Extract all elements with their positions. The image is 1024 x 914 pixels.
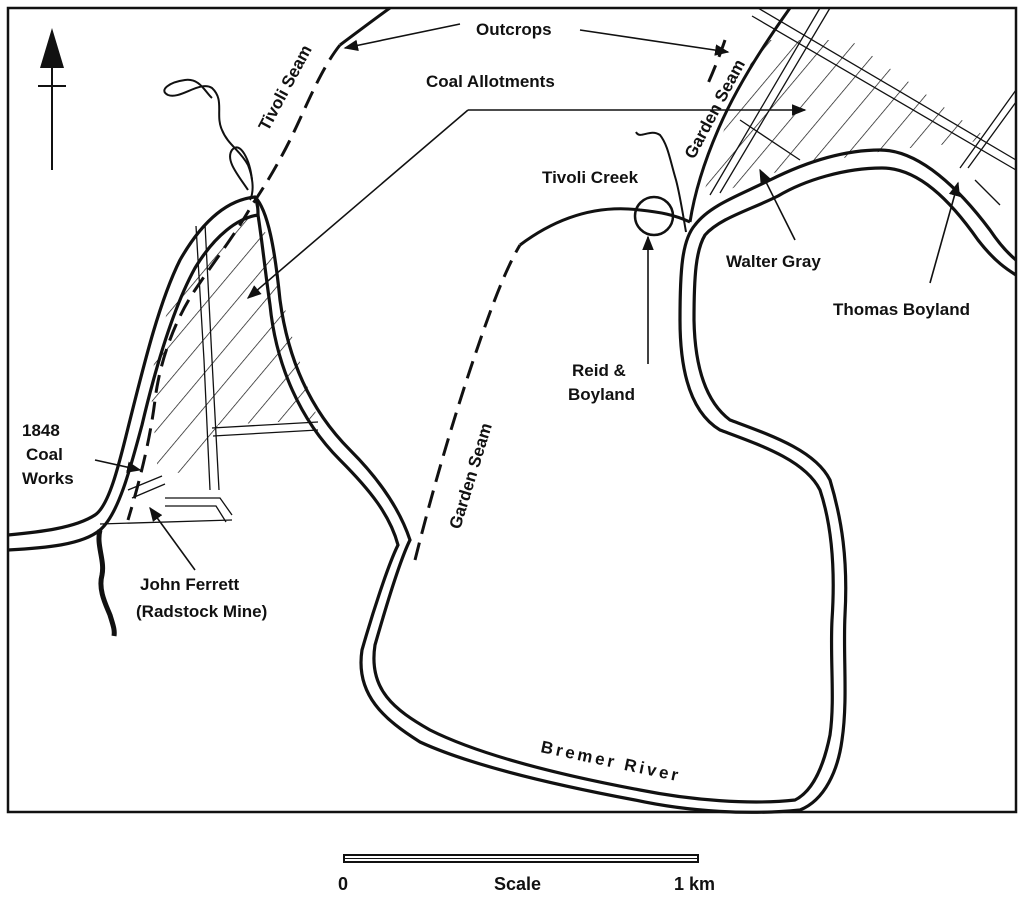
north-arrow-icon	[38, 28, 66, 170]
label-ferrett-line2: (Radstock Mine)	[136, 602, 267, 621]
leader-arrows	[94, 23, 961, 571]
label-tivoli-seam: Tivoli Seam	[255, 42, 316, 134]
radstock-creek	[96, 529, 117, 637]
road-network	[99, 7, 1017, 525]
tivoli-creek-circle	[633, 195, 675, 237]
label-tivoli-creek: Tivoli Creek	[542, 168, 639, 187]
label-walter-gray: Walter Gray	[726, 252, 821, 271]
scale-end-label: 1 km	[674, 874, 715, 894]
label-reid-line1: Reid &	[572, 361, 626, 380]
coal-seam-lines	[126, 39, 727, 561]
scale-start-label: 0	[338, 874, 348, 894]
label-garden-seam-mid: Garden Seam	[446, 421, 496, 531]
label-outcrops: Outcrops	[476, 20, 552, 39]
label-coal-works-line2: Coal	[26, 445, 63, 464]
tivoli-creek-line	[163, 78, 687, 233]
label-thomas-boyland: Thomas Boyland	[833, 300, 970, 319]
label-ferrett-line1: John Ferrett	[140, 575, 240, 594]
scale-bar	[343, 854, 699, 863]
bremer-river	[7, 148, 1018, 814]
label-bremer-river: Bremer River	[539, 737, 683, 785]
label-coal-works-line1: 1848	[22, 421, 60, 440]
scale-title: Scale	[494, 874, 541, 894]
label-coal-works-line3: Works	[22, 469, 74, 488]
label-coal-allotments: Coal Allotments	[426, 72, 555, 91]
label-reid-line2: Boyland	[568, 385, 635, 404]
map-frame	[6, 6, 1018, 814]
